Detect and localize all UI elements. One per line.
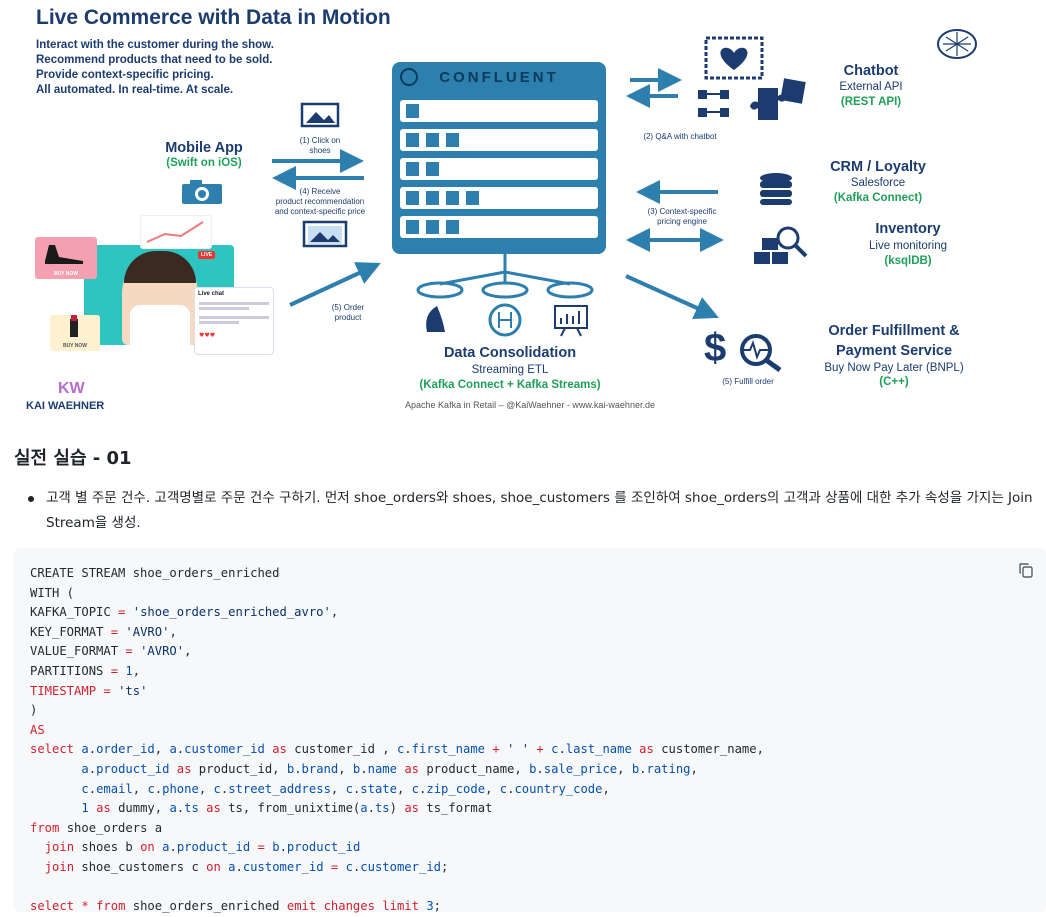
code-line: a.product_id as product_id, b.brand, b.n… xyxy=(81,761,698,776)
topic-lane xyxy=(400,100,598,122)
step-text: (3) Context-specific xyxy=(647,207,717,216)
chatbot-tech: (REST API) xyxy=(840,96,902,108)
etl-source-icons xyxy=(426,303,588,337)
step-text: (1) Click on xyxy=(299,136,341,145)
brand-name: KAI WAEHNER xyxy=(26,400,105,412)
camera-icon xyxy=(182,180,222,204)
flow-arrows xyxy=(272,68,724,320)
image-icon xyxy=(302,220,348,248)
code-line: select a.order_id, a.customer_id as cust… xyxy=(30,742,764,757)
mobile-app-tech: (Swift on iOS) xyxy=(166,157,242,169)
topic-lane xyxy=(400,129,598,151)
step-text: (5) Order xyxy=(331,303,365,312)
intro-line: Interact with the customer during the sh… xyxy=(36,39,274,51)
code-line: join shoe_customers c on a.customer_id =… xyxy=(44,859,449,874)
step-4-label: (4) Receive product recommendation and c… xyxy=(248,187,392,217)
mobile-app-title: Mobile App xyxy=(165,140,243,156)
code-line: VALUE_FORMAT = 'AVRO', xyxy=(30,644,192,659)
inventory-tech: (ksqlDB) xyxy=(884,255,932,267)
buy-now-badge: BUY NOW xyxy=(53,271,79,277)
diagram-intro: Interact with the customer during the sh… xyxy=(36,38,274,98)
live-chat-panel: Live chat ♥♥♥ xyxy=(194,287,274,355)
step-text: (4) Receive xyxy=(299,187,341,196)
code-line: c.email, c.phone, c.street_address, c.st… xyxy=(81,781,610,796)
search-heartbeat-icon xyxy=(740,334,782,372)
fulfillment-title-1: Order Fulfillment & xyxy=(828,323,960,339)
step-text: shoes xyxy=(309,146,331,155)
chatbot-icons xyxy=(698,36,806,120)
bullet-dot xyxy=(28,496,34,502)
chatbot-sub: External API xyxy=(839,81,903,93)
fulfill-label: (5) Fulfill order xyxy=(722,377,774,386)
inventory-icon xyxy=(754,226,808,264)
step-5-label: (5) Order product xyxy=(310,303,386,323)
brand-logo: KW xyxy=(58,380,85,397)
confluent-title: CONFLUENT xyxy=(439,69,559,86)
diagram-title: Live Commerce with Data in Motion xyxy=(36,6,391,29)
code-line: TIMESTAMP = 'ts' xyxy=(30,683,148,698)
topic-lane xyxy=(400,158,598,180)
kafka-logo-icon xyxy=(937,29,977,59)
topic-lane xyxy=(400,216,598,238)
code-line: ) xyxy=(30,703,38,718)
step-3-label: (3) Context-specific pricing engine xyxy=(630,207,734,227)
product-card-lipstick: BUY NOW xyxy=(50,315,100,351)
buy-now-badge: BUY NOW xyxy=(62,343,88,349)
product-card-shoe: BUY NOW xyxy=(35,237,97,279)
code-line: KAFKA_TOPIC = 'shoe_orders_enriched_avro… xyxy=(30,605,339,620)
step-text: product recommendation xyxy=(275,197,365,206)
code-line: PARTITIONS = 1, xyxy=(30,663,141,678)
code-line: CREATE STREAM shoe_orders_enriched xyxy=(30,566,280,580)
consolidation-tech: (Kafka Connect + Kafka Streams) xyxy=(419,379,601,391)
bullet-text: 고객 별 주문 건수. 고객명별로 주문 건수 구하기. 먼저 shoe_ord… xyxy=(46,490,1033,531)
code-line: select * from shoe_orders_enriched emit … xyxy=(30,899,441,914)
live-chat-title: Live chat xyxy=(198,291,225,297)
step-2-label: (2) Q&A with chatbot xyxy=(643,132,717,141)
step-1-label: (1) Click on shoes xyxy=(280,136,360,156)
code-line: from shoe_orders a xyxy=(30,820,163,835)
consolidation-title: Data Consolidation xyxy=(443,345,577,361)
step-text: and context-specific price xyxy=(274,207,366,216)
live-show-image: BUY NOW BUY NOW LIVE Live chat ♥♥♥ xyxy=(20,215,275,380)
code-line: KEY_FORMAT = 'AVRO', xyxy=(30,624,177,639)
consolidation-sub: Streaming ETL xyxy=(471,364,549,376)
crm-tech: (Kafka Connect) xyxy=(833,192,923,204)
section-title: 실전 실습 - 01 xyxy=(14,448,132,469)
fulfillment-title-2: Payment Service xyxy=(835,343,953,359)
inventory-title: Inventory xyxy=(875,221,941,237)
crm-title: CRM / Loyalty xyxy=(830,159,926,175)
code-line: AS xyxy=(30,722,45,737)
etl-connectors xyxy=(416,254,594,299)
intro-line: All automated. In real-time. At scale. xyxy=(36,84,234,96)
chatbot-title: Chatbot xyxy=(843,63,899,79)
inventory-sub: Live monitoring xyxy=(869,240,947,252)
step-text: product xyxy=(334,313,362,322)
step-text: pricing engine xyxy=(657,217,707,226)
code-line: WITH ( xyxy=(30,585,75,600)
database-icon xyxy=(760,173,792,205)
image-icon xyxy=(300,102,340,128)
confluent-platform: CONFLUENT xyxy=(392,62,606,254)
confluent-logo-icon xyxy=(400,68,418,86)
dollar-icon: $ xyxy=(704,326,727,370)
live-badge: LIVE xyxy=(198,251,216,259)
architecture-diagram: Live Commerce with Data in Motion Intera… xyxy=(0,0,1046,425)
intro-line: Provide context-specific pricing. xyxy=(36,69,214,81)
diagram-credit: Apache Kafka in Retail – @KaiWaehner - w… xyxy=(405,400,655,410)
intro-line: Recommend products that need to be sold. xyxy=(36,54,273,66)
code-line xyxy=(30,878,764,898)
topic-lane xyxy=(400,187,598,209)
copy-icon[interactable] xyxy=(1018,562,1034,578)
code-line: 1 as dummy, a.ts as ts, from_unixtime(a.… xyxy=(81,801,493,816)
code-line: join shoes b on a.product_id = b.product… xyxy=(44,840,361,855)
fulfillment-sub: Buy Now Pay Later (BNPL) xyxy=(824,362,964,374)
crm-sub: Salesforce xyxy=(850,177,906,189)
fulfillment-tech: (C++) xyxy=(879,376,909,388)
